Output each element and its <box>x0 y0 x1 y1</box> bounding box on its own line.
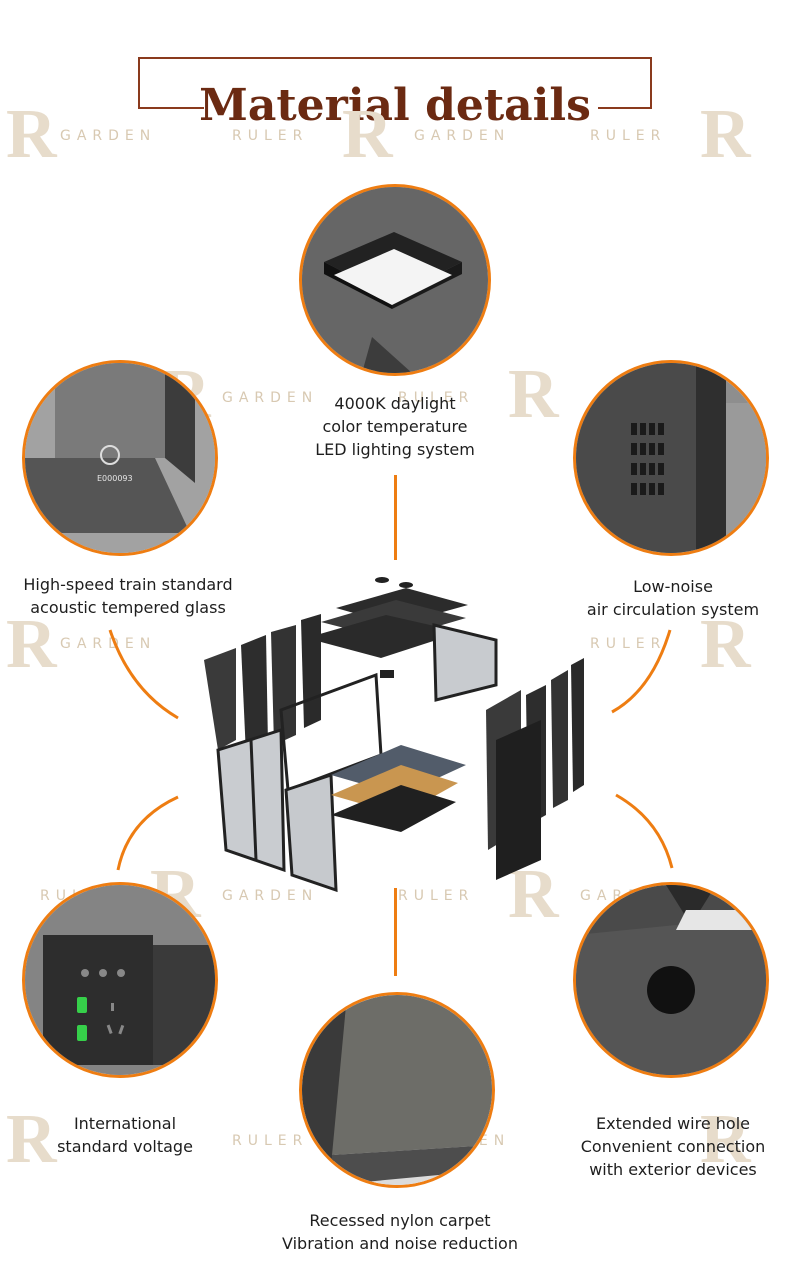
label-air-circulation: Low-noise air circulation system <box>570 575 776 621</box>
watermark-text: GARDEN <box>60 636 157 652</box>
watermark-text: RULER <box>590 636 667 652</box>
watermark-text: RULER <box>232 128 309 144</box>
watermark-text: GARDEN <box>222 888 319 904</box>
label-line: Convenient connection <box>580 1137 766 1156</box>
watermark-text: GARDEN <box>414 128 511 144</box>
watermark-text: RULER <box>232 1133 309 1149</box>
connector-arc-glass <box>108 629 179 720</box>
title-frame <box>138 57 652 109</box>
ccc-badge-icon <box>100 445 120 465</box>
glass-badge-text: E000093 <box>97 474 133 483</box>
label-standard-voltage: International standard voltage <box>30 1112 220 1158</box>
carpet-illustration <box>302 995 492 1185</box>
label-line: color temperature <box>322 417 468 436</box>
connector-arc-wire <box>615 793 674 869</box>
label-line: with exterior devices <box>589 1160 757 1179</box>
led-panel-illustration <box>302 187 488 373</box>
label-line: 4000K daylight <box>334 394 456 413</box>
label-line: Extended wire hole <box>596 1114 750 1133</box>
label-line: High-speed train standard <box>23 575 233 594</box>
title-underline-right <box>598 107 652 109</box>
watermark-text: RULER <box>590 128 667 144</box>
label-line: LED lighting system <box>315 440 475 459</box>
watermark-logo: R <box>6 1101 57 1178</box>
wire-hole-illustration <box>576 885 766 1075</box>
circle-air-circulation <box>573 360 769 556</box>
label-wire-hole: Extended wire hole Convenient connection… <box>560 1112 786 1181</box>
circle-nylon-carpet <box>299 992 495 1188</box>
circle-led-lighting <box>299 184 491 376</box>
label-led-lighting: 4000K daylight color temperature LED lig… <box>283 392 507 461</box>
usb-port-icon <box>77 997 87 1013</box>
label-line: Vibration and noise reduction <box>282 1234 518 1253</box>
label-line: standard voltage <box>57 1137 193 1156</box>
watermark-logo: R <box>700 606 751 683</box>
watermark-logo: R <box>342 96 393 173</box>
watermark-logo: R <box>6 96 57 173</box>
watermark-logo: R <box>508 856 559 933</box>
title-underline-left <box>138 107 204 109</box>
label-line: Recessed nylon carpet <box>309 1211 491 1230</box>
label-line: air circulation system <box>586 600 760 619</box>
circle-tempered-glass: E000093 <box>22 360 218 556</box>
watermark-text: RULER <box>398 888 475 904</box>
watermark-logo: R <box>700 96 751 173</box>
usb-port-icon <box>77 1025 87 1041</box>
watermark-text: RULER <box>398 390 475 406</box>
connector-arc-air <box>611 629 672 714</box>
air-vent-illustration <box>576 363 766 553</box>
page-title: Material details <box>199 80 591 131</box>
circle-standard-voltage <box>22 882 218 1078</box>
label-line: International <box>73 1114 177 1133</box>
label-line: Low-noise <box>633 577 713 596</box>
connector-line-bottom <box>394 888 397 976</box>
watermark-logo: R <box>508 356 559 433</box>
label-nylon-carpet: Recessed nylon carpet Vibration and nois… <box>256 1209 544 1255</box>
watermark-logo: R <box>700 1101 751 1178</box>
watermark-text: GARDEN <box>60 128 157 144</box>
vent-slots-icon <box>631 423 664 495</box>
connector-arc-voltage <box>116 795 179 871</box>
title-gap <box>210 96 600 136</box>
power-socket-illustration <box>25 885 215 1075</box>
exploded-booth-illustration <box>204 577 584 893</box>
watermark-logo: R <box>6 606 57 683</box>
circle-wire-hole <box>573 882 769 1078</box>
label-tempered-glass: High-speed train standard acoustic tempe… <box>6 573 250 619</box>
wire-hole-icon <box>647 966 695 1014</box>
glass-panel-illustration: E000093 <box>25 363 215 553</box>
label-line: acoustic tempered glass <box>30 598 226 617</box>
watermark-text: GARDEN <box>222 390 319 406</box>
connector-line-top <box>394 475 397 560</box>
